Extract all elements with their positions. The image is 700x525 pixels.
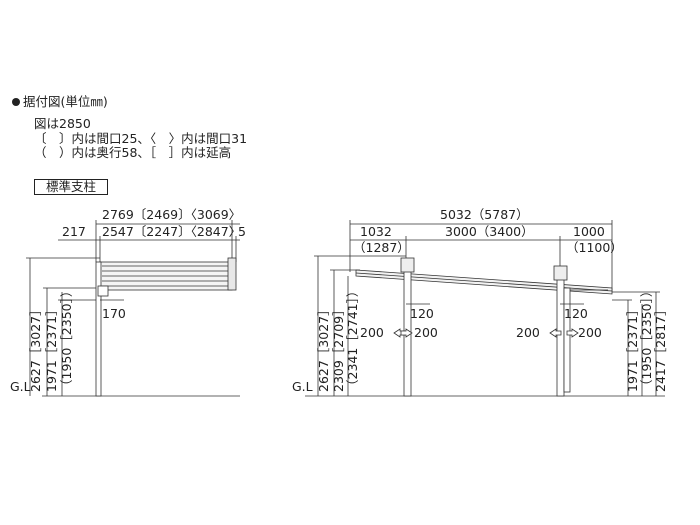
bullet-icon (12, 98, 20, 106)
front-post-width-left: 120 (410, 306, 434, 321)
front-downpipe (563, 287, 571, 393)
front-right-total-height: 2417［2817］ (653, 303, 668, 392)
side-right-offset: 5 (238, 224, 246, 239)
front-post-left-cap (400, 257, 415, 273)
post-type-badge: 標準支柱 (34, 179, 108, 195)
side-overall-width: 2769〔2469〕〈3069〉 (102, 207, 241, 222)
front-ground-label: G.L (292, 379, 313, 394)
side-post-depth: 170 (102, 306, 126, 321)
arrow-left-icon (549, 328, 562, 338)
side-beam-height-a: 1971［2371］ (44, 303, 59, 392)
front-right-height-b: （1950［2350］） (639, 285, 654, 392)
front-roof-edge (355, 272, 613, 292)
side-bracket (97, 285, 109, 297)
drawing-title: 据付図(単位㎜) (12, 94, 108, 110)
note-line-1: 図は2850 (34, 116, 91, 131)
front-span: 3000（3400） (445, 224, 534, 239)
side-total-height: 2627［3027］ (28, 303, 43, 392)
front-clear-right-1: 200 (414, 325, 438, 340)
arrow-right-icon (566, 328, 579, 338)
front-post-width-right: 120 (564, 306, 588, 321)
note-line-2: 〔 〕内は間口25、〈 〉内は間口31 (34, 130, 248, 146)
side-inner-width: 2547〔2247〕〈2847〉 (102, 224, 241, 239)
side-view (26, 220, 240, 397)
drawing-notes: 図は2850 〔 〕内は間口25、〈 〉内は間口31 （ ）内は奥行58、［ ］… (34, 116, 248, 161)
front-right-overhang: 1000 (573, 224, 605, 239)
drawing-title-text: 据付図(単位㎜) (23, 94, 108, 109)
front-post-right-cap (553, 265, 568, 281)
front-left-height-a: 2309［2709］ (331, 303, 346, 392)
side-gutter (227, 257, 237, 291)
side-post (95, 261, 102, 397)
front-left-overhang-alt: （1287） (353, 240, 410, 255)
front-left-total-height: 2627［3027］ (316, 303, 331, 392)
side-left-offset: 217 (62, 224, 86, 239)
front-left-height-b: （2341［2741］） (345, 285, 360, 392)
front-post-left (403, 259, 412, 397)
side-beam-height-b: （1950［2350］） (59, 285, 74, 392)
note-line-3: （ ）内は奥行58、［ ］内は延高 (34, 145, 232, 160)
arrow-right-icon (400, 328, 413, 338)
front-overall-width: 5032（5787） (440, 207, 529, 222)
front-right-height-a: 1971［2371］ (625, 303, 640, 392)
front-left-overhang: 1032 (360, 224, 392, 239)
front-clear-left-1: 200 (360, 325, 384, 340)
front-right-overhang-alt: （1100） (566, 240, 623, 255)
front-clear-left-2: 200 (516, 325, 540, 340)
side-ground-label: G.L (10, 379, 31, 394)
front-clear-right-2: 200 (578, 325, 602, 340)
